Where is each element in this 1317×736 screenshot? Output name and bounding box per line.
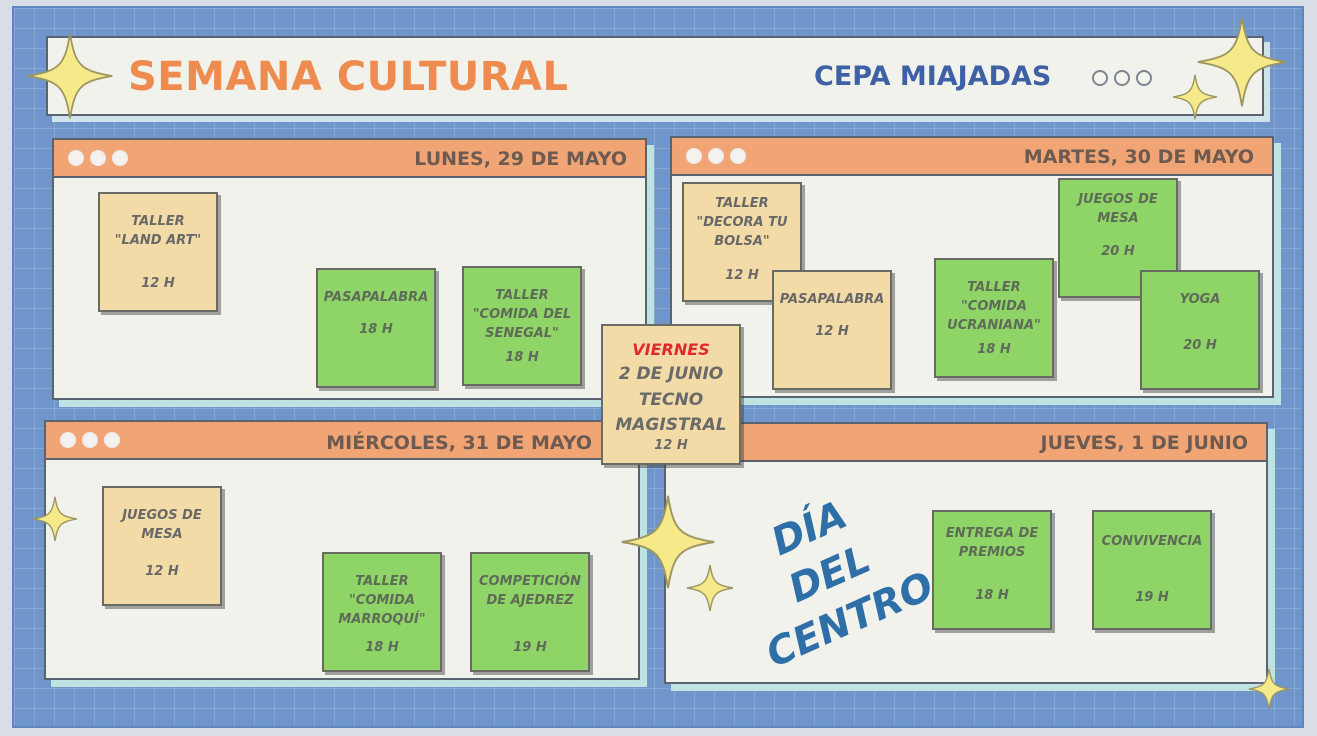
activity-time: 12 H: [145, 564, 179, 579]
activity-label: TALLER "COMIDA MARROQUÍ": [338, 574, 426, 627]
sparkle-icon: [1196, 16, 1288, 108]
activity-note: PASAPALABRA 12 H: [772, 270, 892, 390]
activity-time: 12 H: [815, 324, 849, 339]
activity-note: YOGA 20 H: [1140, 270, 1260, 390]
activity-note: TALLER "COMIDA MARROQUÍ" 18 H: [322, 552, 442, 672]
activity-label: ENTREGA DE PREMIOS: [945, 526, 1039, 560]
sparkle-icon: [1248, 668, 1290, 710]
activity-time: 12 H: [725, 268, 759, 283]
window-dot-icon: [60, 432, 76, 448]
day-panel-wednesday: MIÉRCOLES, 31 DE MAYO JUEGOS DE MESA 12 …: [44, 420, 640, 680]
day-title: MIÉRCOLES, 31 DE MAYO: [326, 432, 592, 454]
title-window-dots: [1092, 70, 1158, 90]
activity-note: PASAPALABRA 18 H: [316, 268, 436, 388]
window-dot-icon: [104, 432, 120, 448]
window-dot-icon: [730, 148, 746, 164]
day-title: MARTES, 30 DE MAYO: [1023, 146, 1254, 168]
friday-date: 2 DE JUNIO: [618, 364, 724, 384]
activity-label: JUEGOS DE MESA: [122, 508, 202, 542]
activity-note: TALLER "LAND ART" 12 H: [98, 192, 218, 312]
activity-label: COMPETICIÓN DE AJEDREZ: [479, 574, 581, 608]
activity-note: JUEGOS DE MESA 12 H: [102, 486, 222, 606]
window-dot-icon: [1136, 70, 1152, 86]
day-panel-monday: LUNES, 29 DE MAYO TALLER "LAND ART" 12 H…: [52, 138, 647, 400]
window-dots: [60, 432, 126, 452]
friday-day: VIERNES: [632, 340, 710, 359]
activity-label: YOGA: [1179, 292, 1221, 307]
day-panel-header: JUEVES, 1 DE JUNIO: [666, 424, 1266, 462]
sparkle-icon: [32, 496, 78, 542]
day-panel-header: MARTES, 30 DE MAYO: [672, 138, 1272, 176]
window-dot-icon: [686, 148, 702, 164]
activity-label: TALLER "DECORA TU BOLSA": [696, 196, 788, 249]
activity-label: JUEGOS DE MESA: [1078, 192, 1158, 226]
activity-time: 20 H: [1101, 244, 1135, 259]
activity-label: PASAPALABRA: [779, 292, 885, 307]
sparkle-icon: [1172, 74, 1218, 120]
activity-label: PASAPALABRA: [323, 290, 429, 305]
day-title: JUEVES, 1 DE JUNIO: [1040, 432, 1249, 454]
window-dots: [686, 148, 752, 168]
friday-note: VIERNES 2 DE JUNIO TECNO MAGISTRAL 12 H: [601, 324, 741, 465]
window-dot-icon: [82, 432, 98, 448]
activity-note: CONVIVENCIA 19 H: [1092, 510, 1212, 630]
day-panel-header: MIÉRCOLES, 31 DE MAYO: [46, 422, 638, 460]
activity-label: TALLER "COMIDA DEL SENEGAL": [472, 288, 572, 341]
activity-time: 18 H: [359, 322, 393, 337]
activity-note: COMPETICIÓN DE AJEDREZ 19 H: [470, 552, 590, 672]
organization-name: CEPA MIAJADAS: [814, 61, 1052, 92]
activity-time: 19 H: [1135, 590, 1169, 605]
window-dot-icon: [90, 150, 106, 166]
window-dot-icon: [1114, 70, 1130, 86]
poster-title: SEMANA CULTURAL: [128, 54, 569, 100]
activity-note: TALLER "COMIDA UCRANIANA" 18 H: [934, 258, 1054, 378]
activity-time: 18 H: [505, 350, 539, 365]
activity-label: TALLER "COMIDA UCRANIANA": [947, 280, 1041, 333]
window-dots: [68, 150, 134, 170]
activity-time: 12 H: [141, 276, 175, 291]
activity-time: 20 H: [1183, 338, 1217, 353]
activity-time: 18 H: [975, 588, 1009, 603]
day-panel-thursday: JUEVES, 1 DE JUNIO ENTREGA DE PREMIOS 18…: [664, 422, 1268, 684]
activity-note: ENTREGA DE PREMIOS 18 H: [932, 510, 1052, 630]
window-dot-icon: [1092, 70, 1108, 86]
day-panel-header: LUNES, 29 DE MAYO: [54, 140, 645, 178]
activity-note: TALLER "COMIDA DEL SENEGAL" 18 H: [462, 266, 582, 386]
activity-label: CONVIVENCIA: [1101, 534, 1203, 549]
sparkle-icon: [620, 494, 716, 590]
day-title: LUNES, 29 DE MAYO: [414, 148, 627, 170]
day-panel-tuesday: MARTES, 30 DE MAYO TALLER "DECORA TU BOL…: [670, 136, 1274, 398]
title-bar: SEMANA CULTURAL CEPA MIAJADAS: [46, 36, 1264, 116]
activity-time: 18 H: [365, 640, 399, 655]
friday-event: TECNO MAGISTRAL: [615, 390, 727, 435]
activity-label: TALLER "LAND ART": [114, 214, 202, 248]
friday-time: 12 H: [654, 438, 688, 453]
sparkle-icon: [26, 32, 114, 120]
window-dot-icon: [112, 150, 128, 166]
window-dot-icon: [708, 148, 724, 164]
activity-time: 18 H: [977, 342, 1011, 357]
activity-time: 19 H: [513, 640, 547, 655]
sparkle-icon: [686, 564, 734, 612]
window-dot-icon: [68, 150, 84, 166]
